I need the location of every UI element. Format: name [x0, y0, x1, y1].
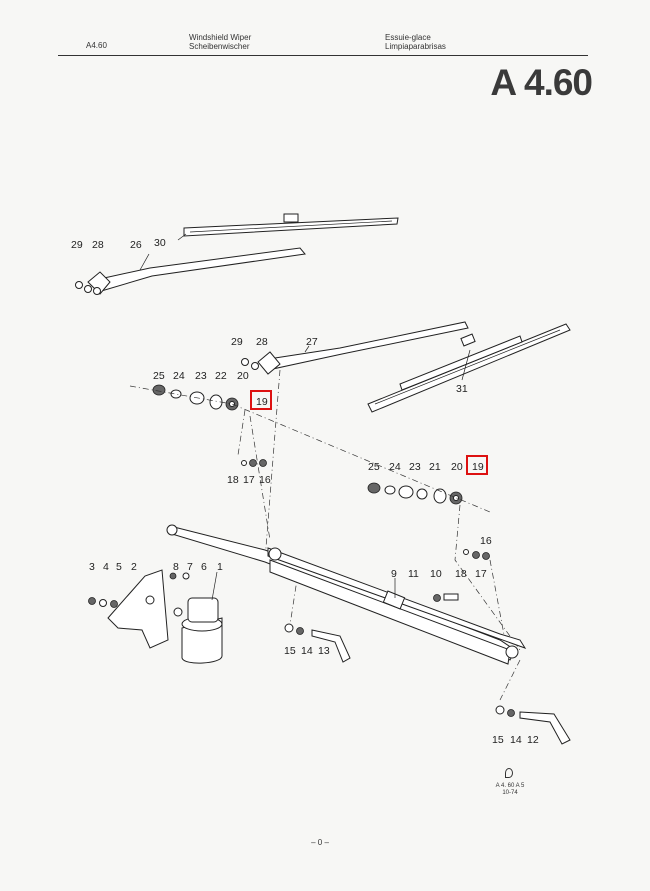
label-29-top: 29: [71, 239, 83, 251]
label-19-left: 19: [256, 396, 268, 408]
page-code: A 4.60: [490, 62, 593, 103]
label-14-left: 14: [301, 645, 313, 657]
footer-logo-icon: [505, 768, 513, 778]
crank-13: [284, 623, 351, 663]
label-28-top: 28: [92, 239, 104, 251]
wiper-arm-27: [241, 321, 469, 375]
bolt-10-11: [433, 593, 459, 602]
label-14-right: 14: [510, 734, 522, 746]
label-2: 2: [131, 561, 137, 573]
motor-bracket-2: [107, 569, 169, 649]
label-19-right: 19: [472, 461, 484, 473]
label-17-right: 17: [475, 568, 487, 580]
label-1: 1: [217, 561, 223, 573]
label-6: 6: [201, 561, 207, 573]
label-5: 5: [116, 561, 122, 573]
label-8: 8: [173, 561, 179, 573]
wiper-blade-31: [367, 323, 571, 413]
crank-12: [495, 705, 571, 745]
header-rule: [58, 55, 588, 56]
label-31: 31: [456, 383, 468, 395]
label-28-mid: 28: [256, 336, 268, 348]
label-12: 12: [527, 734, 539, 746]
label-7: 7: [187, 561, 193, 573]
label-17-left: 17: [243, 474, 255, 486]
label-20-left: 20: [237, 370, 249, 382]
highlight-19-left: [250, 390, 272, 410]
header-title-fr: Essuie-glace: [385, 33, 431, 42]
label-9: 9: [391, 568, 397, 580]
label-16-right: 16: [480, 535, 492, 547]
label-13: 13: [318, 645, 330, 657]
label-25-left: 25: [153, 370, 165, 382]
label-10: 10: [430, 568, 442, 580]
label-30: 30: [154, 237, 166, 249]
label-21: 21: [429, 461, 441, 473]
highlight-19-right: [466, 455, 488, 475]
screws-3-8: [88, 572, 190, 608]
linkage-frame-9: [166, 524, 527, 665]
label-3: 3: [89, 561, 95, 573]
label-26: 26: [130, 239, 142, 251]
header-title-de: Scheibenwischer: [189, 42, 250, 51]
label-20-right: 20: [451, 461, 463, 473]
small-parts-16-18: [241, 459, 490, 560]
footer-date: 10-74: [502, 790, 518, 796]
label-27: 27: [306, 336, 318, 348]
motor-1: [173, 597, 223, 664]
label-18-left: 18: [227, 474, 239, 486]
footer-ref-code: A 4. 60 A 5: [495, 783, 525, 789]
wiper-blade-30: [183, 213, 399, 237]
wiper-arm-26: [75, 247, 306, 295]
label-4: 4: [103, 561, 109, 573]
label-29-mid: 29: [231, 336, 243, 348]
header-code: A4.60: [86, 41, 107, 50]
label-18-right: 18: [455, 568, 467, 580]
pivot-stack-right: [367, 482, 463, 505]
label-15-left: 15: [284, 645, 296, 657]
page-number: – 0 –: [311, 838, 329, 847]
label-24-right: 24: [389, 461, 401, 473]
label-15-right: 15: [492, 734, 504, 746]
label-16-left: 16: [259, 474, 271, 486]
label-11: 11: [408, 568, 419, 580]
label-25-right: 25: [368, 461, 380, 473]
header-title-en: Windshield Wiper: [189, 33, 252, 42]
header-title-es: Limpiaparabrisas: [385, 42, 446, 51]
label-23-right: 23: [409, 461, 421, 473]
label-24-left: 24: [173, 370, 185, 382]
label-22: 22: [215, 370, 227, 382]
label-23-left: 23: [195, 370, 207, 382]
